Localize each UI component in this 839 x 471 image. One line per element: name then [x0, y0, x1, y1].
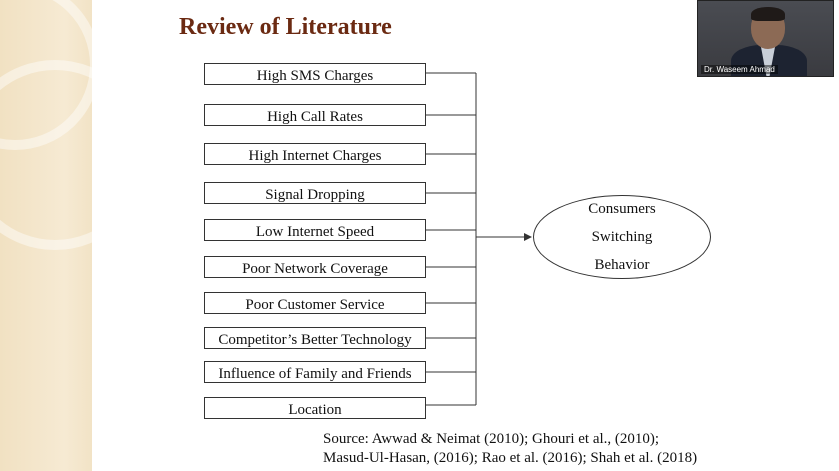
source-citation: Source: Awwad & Neimat (2010); Ghouri et… — [323, 430, 697, 468]
factor-box-signal: Signal Dropping — [204, 182, 426, 204]
participant-video-tile[interactable]: Dr. Waseem Ahmad — [697, 0, 834, 77]
slide-title: Review of Literature — [179, 14, 392, 40]
factor-box-location: Location — [204, 397, 426, 419]
outcome-ellipse: Consumers Switching Behavior — [533, 195, 711, 279]
source-line-1: Source: Awwad & Neimat (2010); Ghouri et… — [323, 431, 660, 447]
factor-box-coverage: Poor Network Coverage — [204, 256, 426, 278]
source-line-2: Masud-Ul-Hasan, (2016); Rao et al. (2016… — [323, 450, 698, 466]
participant-hair — [751, 7, 785, 21]
factor-box-sms: High SMS Charges — [204, 63, 426, 85]
decorative-ring — [0, 60, 92, 250]
participant-name-label: Dr. Waseem Ahmad — [701, 65, 778, 74]
branch-lines — [426, 72, 476, 406]
factor-box-call: High Call Rates — [204, 104, 426, 126]
outcome-line-3: Behavior — [594, 257, 650, 273]
outcome-line-1: Consumers — [588, 201, 656, 217]
decorative-side-panel — [0, 0, 92, 471]
outcome-line-2: Switching — [591, 229, 653, 245]
factor-box-family: Influence of Family and Friends — [204, 361, 426, 383]
factor-box-speed: Low Internet Speed — [204, 219, 426, 241]
factor-box-technology: Competitor’s Better Technology — [204, 327, 426, 349]
factor-box-internet: High Internet Charges — [204, 143, 426, 165]
factor-box-service: Poor Customer Service — [204, 292, 426, 314]
